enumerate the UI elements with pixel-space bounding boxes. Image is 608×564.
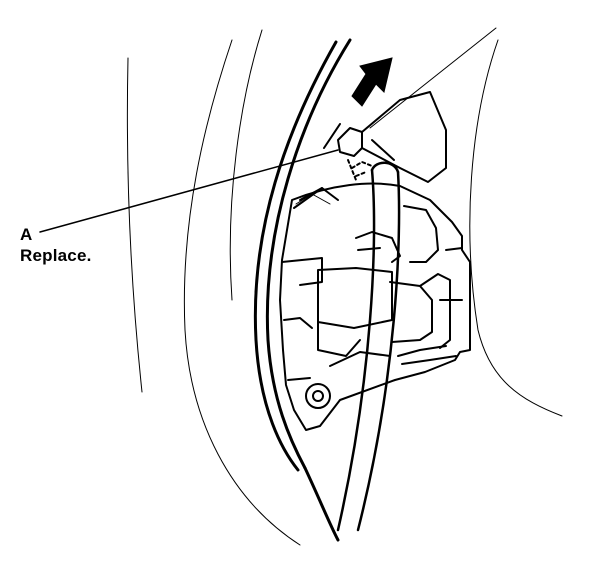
rod-clip [300,92,446,200]
door-panel-edge [255,40,350,540]
latch-rod [338,163,399,530]
callout-leader [40,150,338,232]
callout-label-text: Replace. [20,246,92,265]
callout-label-letter: A [20,225,33,244]
door-frame-lines [127,30,562,545]
direction-arrow-icon [352,58,392,106]
reference-lines [296,28,496,204]
latch-housing [280,184,470,430]
